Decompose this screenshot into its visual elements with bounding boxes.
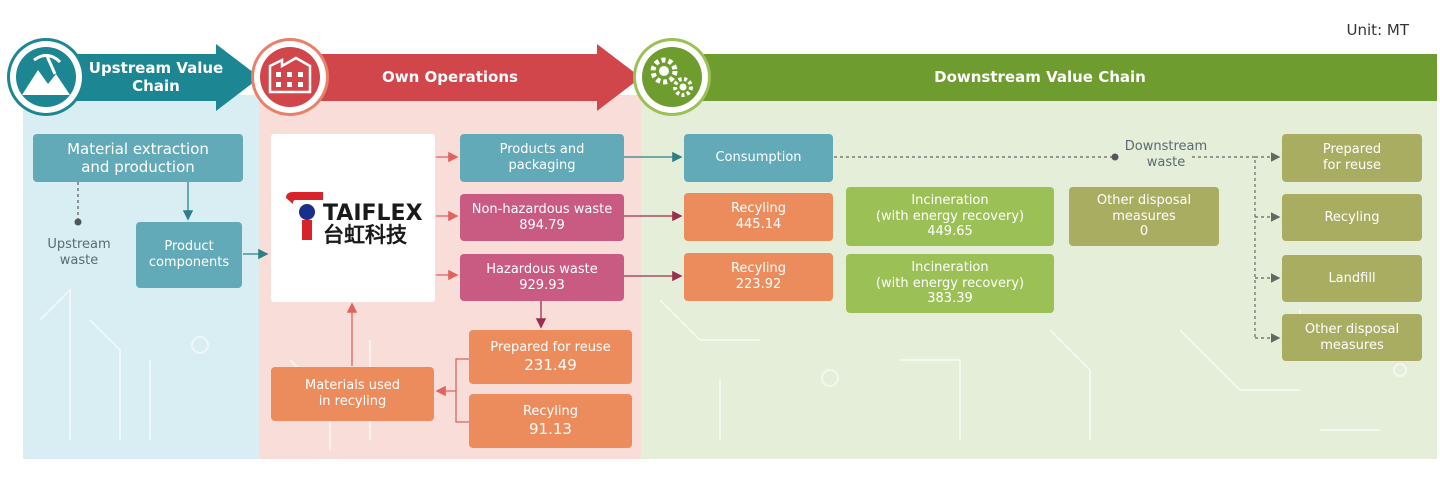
- own-banner: [259, 44, 641, 111]
- upstream-banner: [23, 44, 260, 111]
- nonhaz-incineration-box: Incineration (with energy recovery) 449.…: [846, 187, 1054, 246]
- taiflex-logo-chinese: 台虹科技: [323, 223, 408, 247]
- mining-pickaxe-icon: [7, 38, 85, 116]
- hazardous-waste-box: Hazardous waste 929.93: [460, 254, 624, 301]
- unit-label: Unit: MT: [1346, 21, 1409, 39]
- gears-icon: [633, 38, 711, 116]
- nonhaz-recycling-box: Recyling 445.14: [684, 193, 833, 241]
- product-components-box: Product components: [136, 222, 242, 288]
- end-recycling-box: Recyling: [1282, 194, 1422, 241]
- stage-own-title: Own Operations: [382, 68, 518, 86]
- consumption-box: Consumption: [684, 134, 833, 182]
- taiflex-logo-icon: TAIFLEX 台虹科技: [286, 192, 423, 247]
- end-other-disposal-box: Other disposal measures: [1282, 314, 1422, 361]
- other-disposal-box: Other disposal measures 0: [1069, 187, 1219, 246]
- downstream-waste-dot: [1111, 153, 1119, 161]
- factory-building-icon: [251, 38, 329, 116]
- bracket-recovery: [438, 358, 469, 423]
- upstream-waste-label: Upstream waste: [47, 237, 111, 269]
- taiflex-logo-card: TAIFLEX 台虹科技: [271, 134, 435, 302]
- end-prepared-for-reuse-box: Prepared for reuse: [1282, 134, 1422, 182]
- taiflex-logo-text: TAIFLEX: [323, 201, 423, 226]
- stage-downstream-title: Downstream Value Chain: [934, 68, 1146, 86]
- materials-used-in-recycling-box: Materials used in recyling: [271, 367, 434, 421]
- downstream-waste-label: Downstream waste: [1124, 139, 1208, 171]
- material-extraction-box: Material extraction and production: [33, 134, 243, 182]
- products-packaging-box: Products and packaging: [460, 134, 624, 182]
- upstream-waste-dot: [74, 218, 82, 226]
- haz-recycling-box: Recyling 223.92: [684, 253, 833, 301]
- stage-upstream-title: Upstream Value Chain: [88, 59, 224, 95]
- downstream-banner: [641, 54, 1437, 101]
- nonhazardous-waste-box: Non-hazardous waste 894.79: [460, 194, 624, 241]
- prepared-for-reuse-box: Prepared for reuse 231.49: [469, 330, 632, 384]
- haz-incineration-box: Incineration (with energy recovery) 383.…: [846, 254, 1054, 313]
- own-recycling-box: Recyling 91.13: [469, 394, 632, 448]
- end-landfill-box: Landfill: [1282, 255, 1422, 302]
